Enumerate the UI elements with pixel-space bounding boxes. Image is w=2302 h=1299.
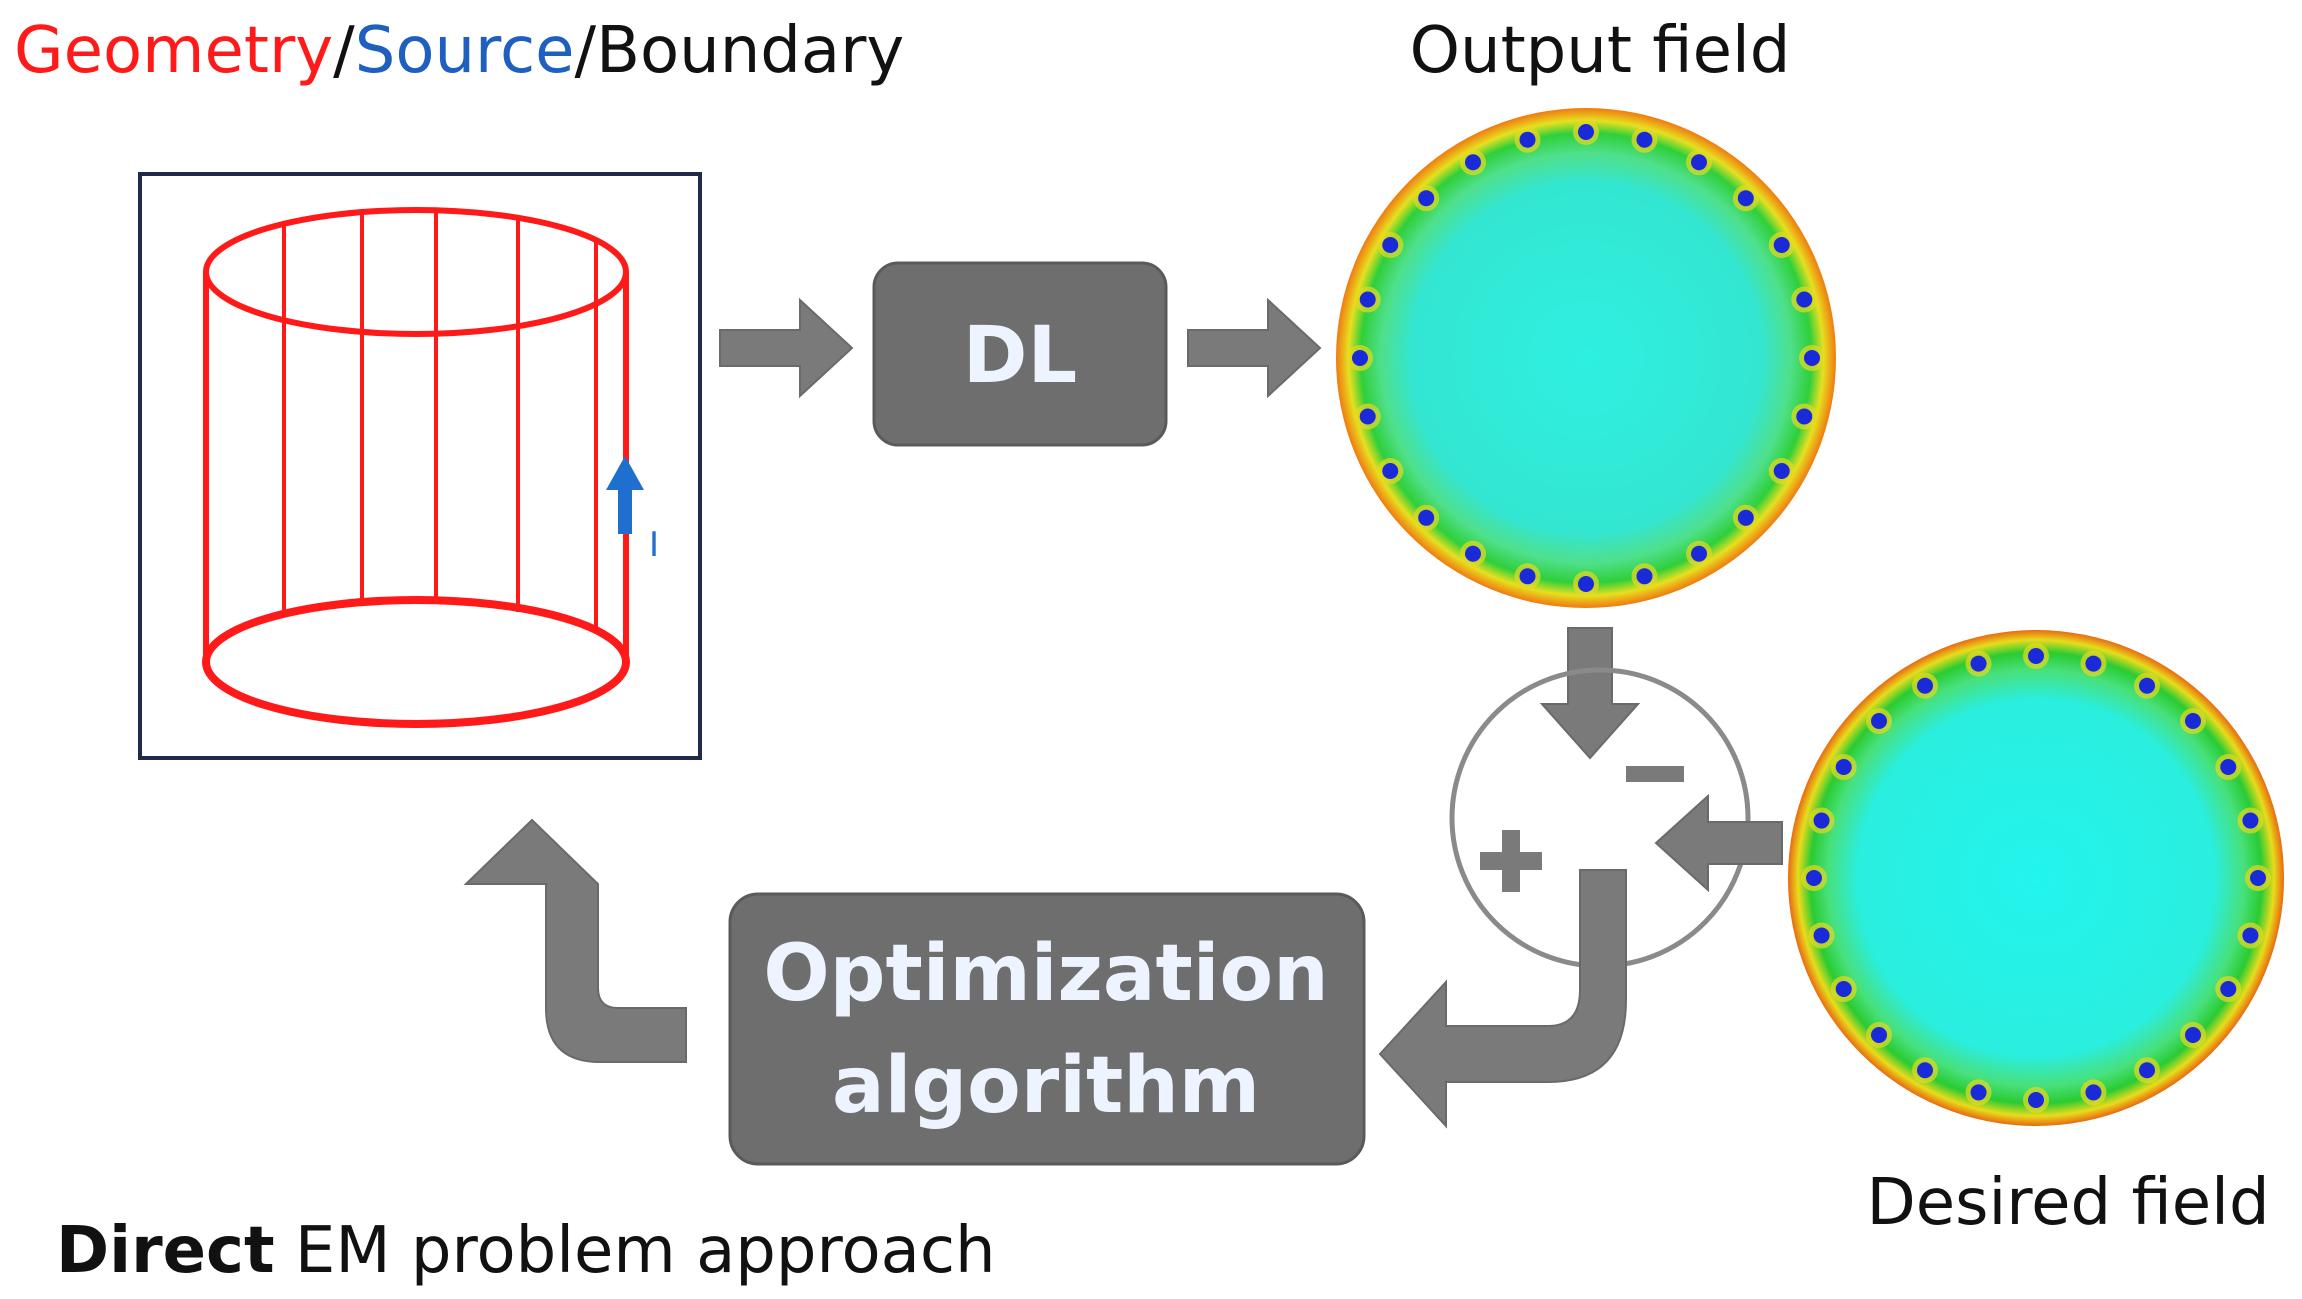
footer-rest: EM problem approach [275, 1214, 996, 1288]
field-dot [1796, 408, 1813, 425]
field-dot [2085, 655, 2102, 672]
footer-bold: Direct [56, 1214, 275, 1288]
arrow-to-optimization [1378, 869, 1627, 1129]
field-dot [2184, 713, 2201, 730]
optimization-label-line2: algorithm [832, 1041, 1260, 1131]
field-dot [1465, 545, 1481, 562]
field-dot [1804, 350, 1820, 366]
field-dot [1813, 927, 1830, 944]
field-dot [2220, 759, 2237, 775]
field-dot [2028, 648, 2044, 664]
field-dot [1835, 759, 1852, 775]
field-dot [1519, 131, 1536, 148]
desired-field-label: Desired field [1866, 1166, 2269, 1240]
field-dot [1578, 124, 1594, 140]
field-dot [2184, 1026, 2201, 1043]
field-dot [2028, 1092, 2044, 1108]
footer-caption: Direct EM problem approach [56, 1214, 996, 1288]
output-field-dots [1347, 119, 1825, 597]
field-dot [1636, 131, 1653, 148]
current-label: I [649, 525, 659, 565]
arrow-to-output [1187, 297, 1322, 399]
minus-sign [1626, 766, 1684, 782]
field-dot [1418, 190, 1435, 207]
field-dot [1636, 568, 1653, 585]
field-dot [1773, 237, 1790, 253]
field-dot [1691, 545, 1707, 562]
field-dot [1773, 463, 1790, 479]
header-sep2: / [575, 14, 597, 88]
header-boundary: Boundary [596, 14, 904, 88]
arrow-to-dl [719, 297, 854, 399]
field-dot [1813, 812, 1830, 829]
field-dot [1382, 237, 1399, 253]
desired-field-dots [1801, 643, 2271, 1113]
field-dot [1970, 1084, 1987, 1101]
field-dot [2139, 1062, 2155, 1079]
field-dot [1691, 154, 1707, 171]
field-dot [1418, 509, 1435, 526]
field-dot [2139, 677, 2155, 694]
optimization-label-line1: Optimization [763, 929, 1328, 1019]
header-title: Geometry/Source/Boundary [14, 14, 904, 88]
dl-block: DL [872, 261, 1168, 447]
plus-sign [1480, 830, 1542, 892]
field-dot [2220, 981, 2237, 997]
field-dot [2242, 927, 2259, 944]
field-dot [1382, 463, 1399, 479]
field-dot [1519, 568, 1536, 585]
field-dot [2242, 812, 2259, 829]
field-dot [2085, 1084, 2102, 1101]
field-dot [1806, 870, 1822, 886]
cylinder-icon [202, 207, 630, 728]
arrow-down-to-comparator [1539, 627, 1641, 760]
field-dot [1578, 576, 1594, 592]
arrow-from-desired [1654, 793, 1783, 893]
field-dot [1352, 350, 1368, 366]
field-dot [1871, 713, 1888, 730]
arrow-to-geometry [463, 818, 687, 1063]
field-dot [1796, 291, 1813, 308]
field-dot [1835, 981, 1852, 997]
field-dot [1737, 509, 1754, 526]
header-sep1: / [333, 14, 355, 88]
field-dot [1871, 1026, 1888, 1043]
header-geometry: Geometry [14, 14, 333, 88]
output-field-plot [1336, 108, 1836, 608]
header-source: Source [355, 14, 575, 88]
output-field-label: Output field [1410, 14, 1791, 88]
current-arrow-icon [606, 456, 644, 534]
field-dot [1917, 1062, 1933, 1079]
field-dot [2250, 870, 2266, 886]
field-dot [1359, 291, 1376, 308]
desired-field-plot [1788, 630, 2284, 1126]
field-dot [1970, 655, 1987, 672]
field-dot [1359, 408, 1376, 425]
field-dot [1917, 677, 1933, 694]
geometry-panel: I [138, 172, 702, 760]
field-dot [1465, 154, 1481, 171]
field-dot [1737, 190, 1754, 207]
optimization-block: Optimization algorithm [728, 892, 1366, 1166]
geometry-frame [138, 172, 702, 760]
dl-label: DL [963, 311, 1077, 401]
